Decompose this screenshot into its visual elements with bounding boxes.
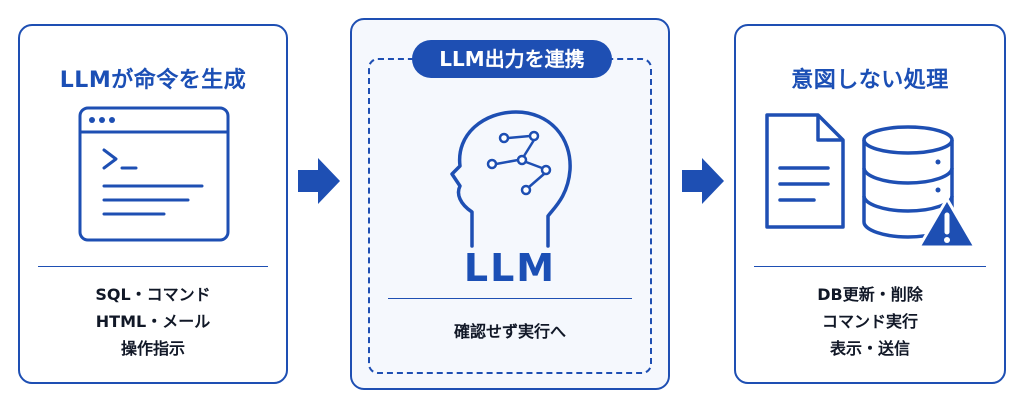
panel-divider xyxy=(38,266,268,267)
description-line: コマンド実行 xyxy=(821,312,918,331)
description-line: DB更新・削除 xyxy=(817,285,923,304)
arrow-right-icon xyxy=(682,158,724,204)
panel-description: DB更新・削除 コマンド実行 表示・送信 xyxy=(736,281,1004,362)
panel-title: LLMが命令を生成 xyxy=(59,68,247,93)
panel-divider xyxy=(388,298,632,299)
panel-unintended-processing: 意図しない処理 DB更新・削除 コマンド実行 表示・送信 xyxy=(734,24,1006,384)
description-line: HTML・メール xyxy=(95,312,211,331)
panel-title: 意図しない処理 xyxy=(791,68,949,93)
brain-network-head-icon xyxy=(450,110,572,248)
document-icon xyxy=(765,113,845,229)
panel-divider xyxy=(754,266,986,267)
description-line: SQL・コマンド xyxy=(95,285,211,304)
warning-icon xyxy=(917,197,977,249)
description-line: 表示・送信 xyxy=(829,339,910,358)
panel-llm-generates: LLMが命令を生成 SQL・コマンド HTML・メール 操作指示 xyxy=(18,24,288,384)
llm-label: LLM xyxy=(463,246,557,290)
panel-caption: 確認せず実行へ xyxy=(453,322,566,341)
panel-description: SQL・コマンド HTML・メール 操作指示 xyxy=(20,281,286,362)
arrow-right-icon xyxy=(298,158,340,204)
terminal-window-icon xyxy=(78,106,230,242)
panel-llm-output: LLM出力を連携 LLM 確認せず実行へ xyxy=(350,18,670,390)
pill-label: LLM出力を連携 xyxy=(412,40,612,78)
description-line: 操作指示 xyxy=(120,339,185,358)
